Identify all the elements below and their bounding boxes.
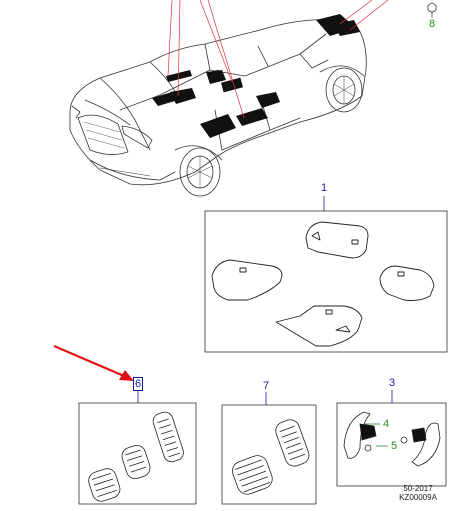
mat-rear-left xyxy=(379,265,435,301)
callout-1[interactable]: 1 xyxy=(320,182,328,194)
drawing-id: KZ00009A xyxy=(399,493,437,502)
callout-6[interactable]: 6 xyxy=(133,377,143,391)
callout-3[interactable]: 3 xyxy=(388,377,396,389)
pedal-set-2 xyxy=(232,419,310,495)
callout-8[interactable]: 8 xyxy=(428,18,436,30)
paddle-shifters xyxy=(343,411,441,467)
mat-front-left xyxy=(211,259,283,301)
box-pedal-set-2 xyxy=(221,404,317,505)
date-code: 50-2017 xyxy=(403,484,433,493)
mat-rear-right xyxy=(305,221,369,259)
pedal-set-auto xyxy=(88,411,184,502)
box-paddles xyxy=(336,402,447,487)
mat-shapes xyxy=(211,221,435,347)
box-mat-set xyxy=(204,210,448,353)
vehicle-floor-mats xyxy=(152,14,360,138)
red-arrow-icon xyxy=(53,344,134,381)
callout-7[interactable]: 7 xyxy=(262,380,270,392)
red-leader-lines xyxy=(167,0,389,119)
mat-front-right xyxy=(275,305,363,347)
callout-5[interactable]: 5 xyxy=(390,440,398,452)
box-pedal-set-auto xyxy=(78,402,197,505)
callout-4[interactable]: 4 xyxy=(382,418,390,430)
clip-icon xyxy=(427,2,437,16)
